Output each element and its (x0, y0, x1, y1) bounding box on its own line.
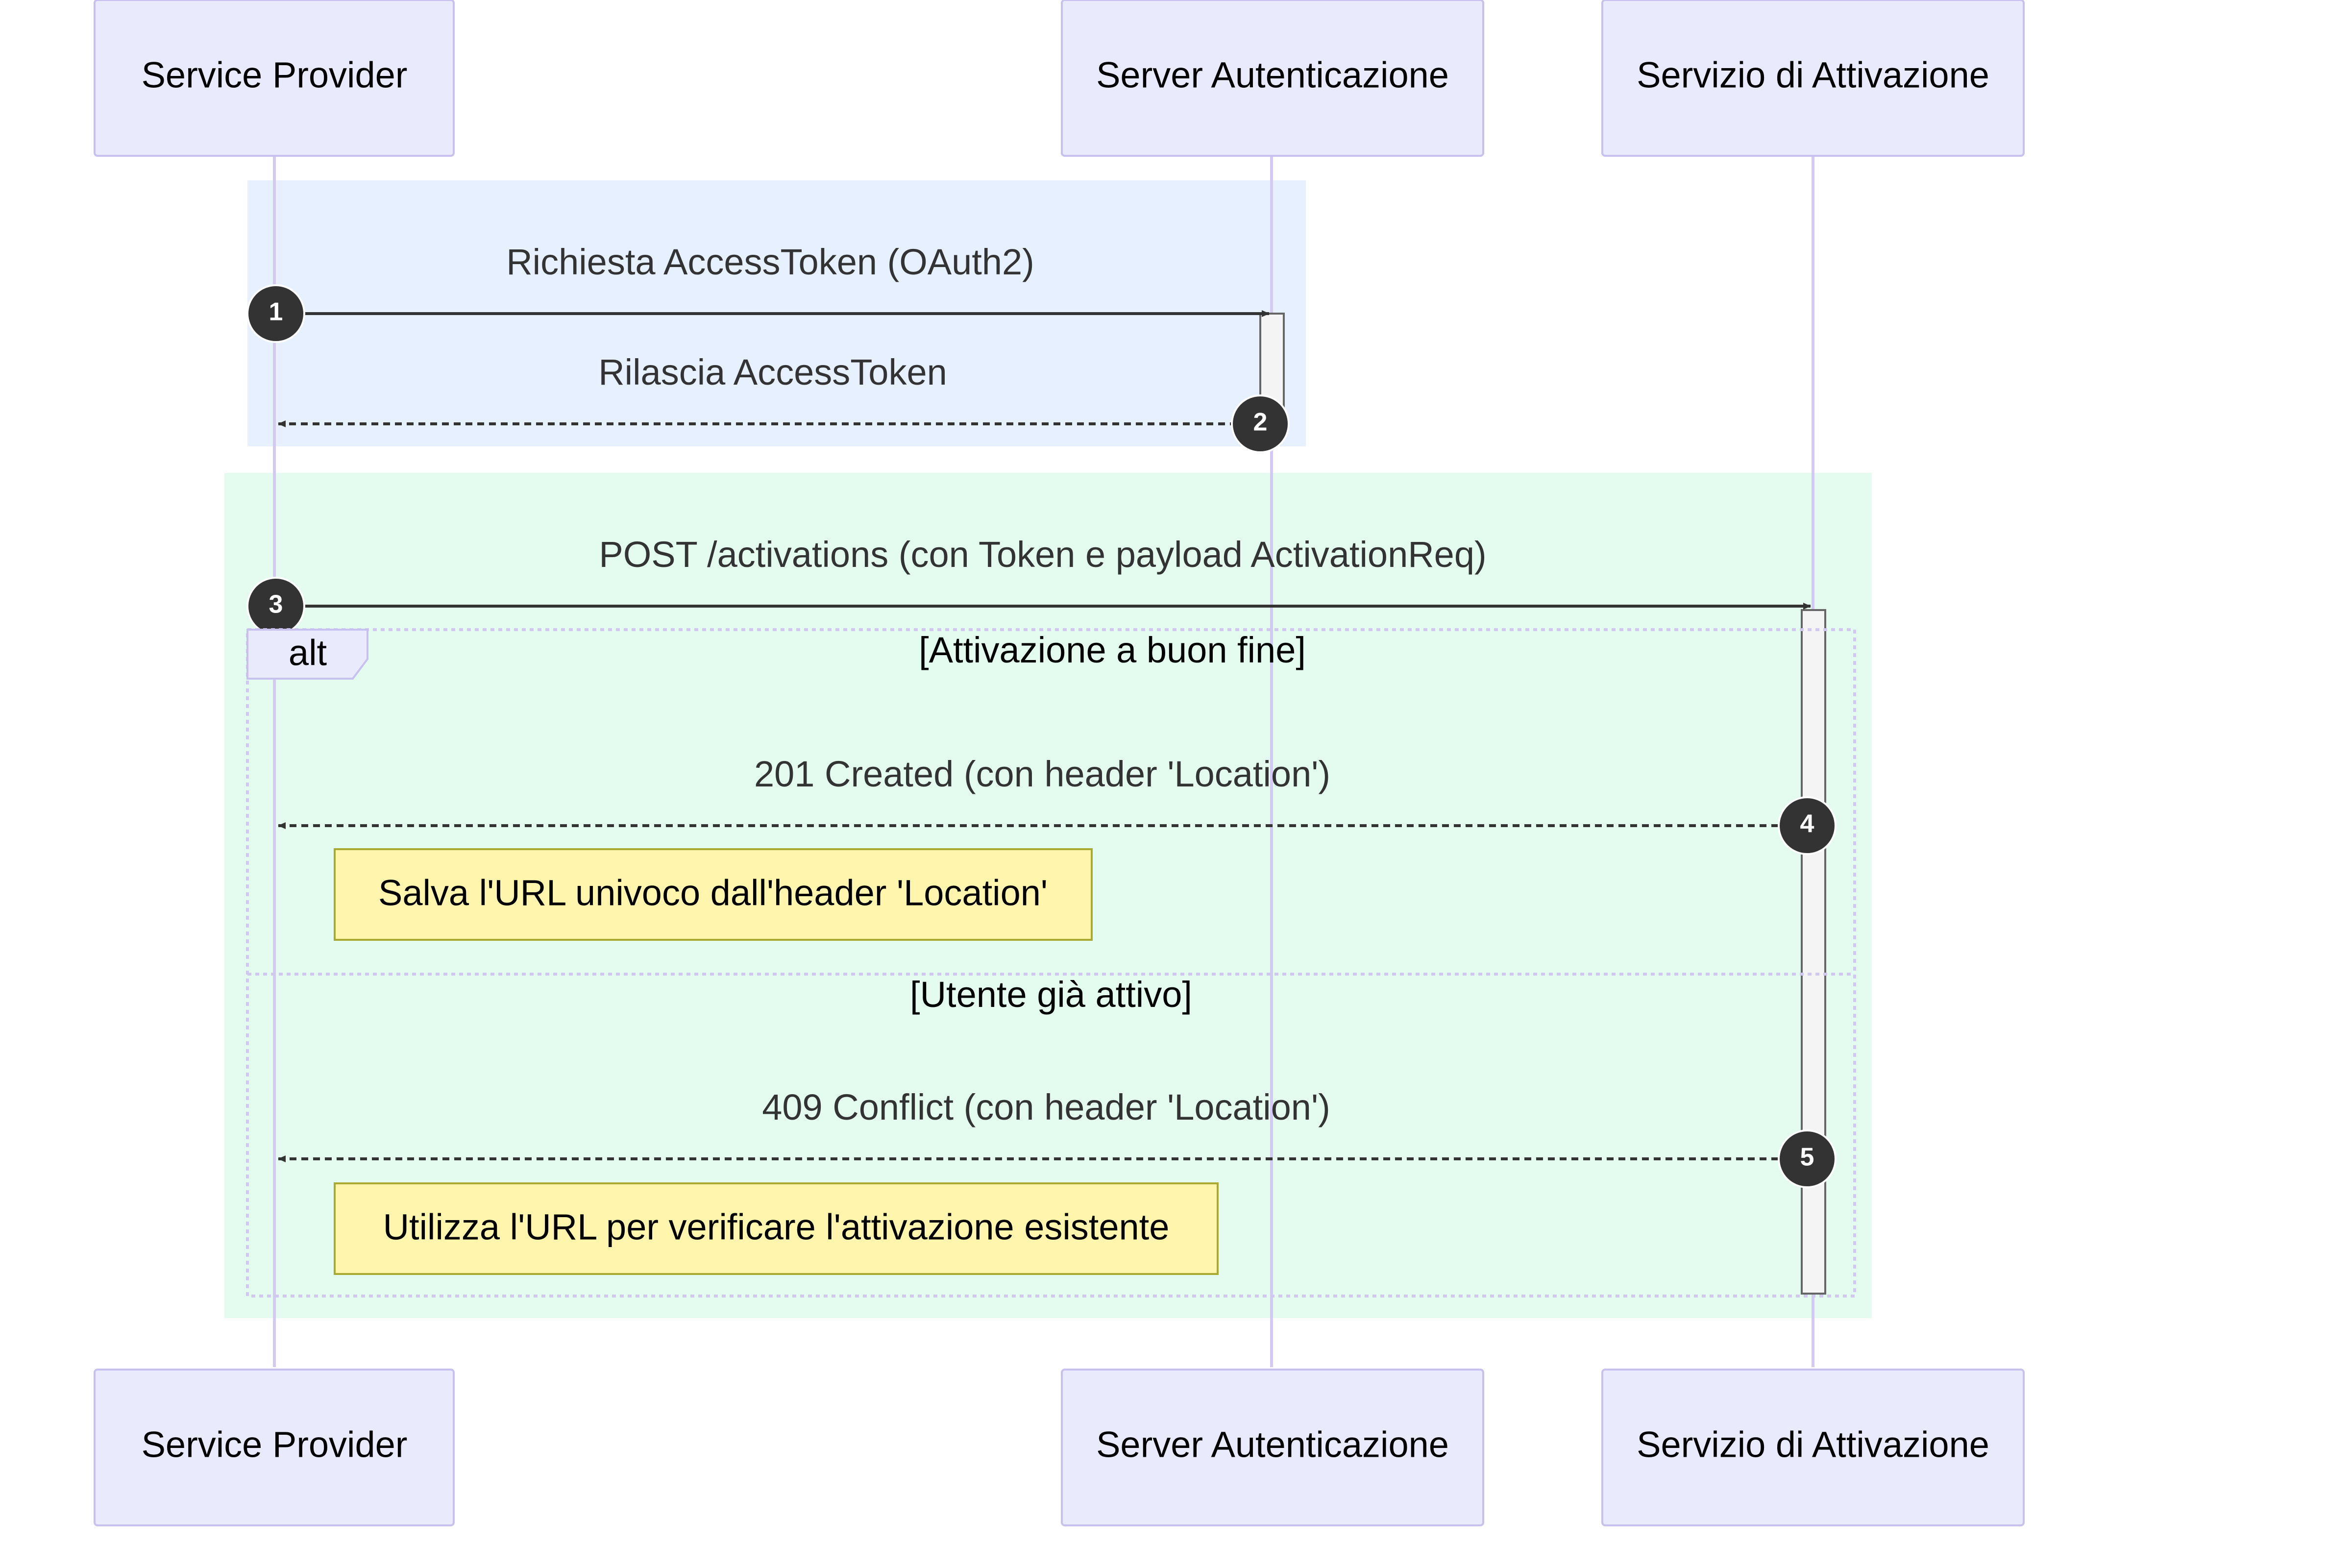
alt-condition-already-active: [Utente già attivo] (910, 974, 1192, 1015)
sequence-number-badge-3: 3 (246, 577, 305, 636)
note-text: Utilizza l'URL per verificare l'attivazi… (383, 1207, 1170, 1248)
actor-label: Server Autenticazione (1096, 1424, 1449, 1465)
message-label-4: 201 Created (con header 'Location') (754, 754, 1330, 794)
actor-label: Server Autenticazione (1096, 55, 1449, 96)
note-text: Salva l'URL univoco dall'header 'Locatio… (378, 873, 1048, 913)
actor-label: Service Provider (142, 1424, 408, 1465)
sequence-number-badge-1: 1 (246, 284, 305, 343)
sequence-number-5: 5 (1800, 1143, 1814, 1172)
note-save-url: Salva l'URL univoco dall'header 'Locatio… (334, 848, 1093, 941)
actor-servizio-attivazione-top: Servizio di Attivazione (1601, 0, 2025, 157)
message-label-2: Rilascia AccessToken (598, 352, 947, 392)
activation-bar-activation (1801, 609, 1826, 1295)
sequence-number-badge-5: 5 (1778, 1129, 1837, 1188)
actor-service-provider-top: Service Provider (94, 0, 455, 157)
note-verify-activation: Utilizza l'URL per verificare l'attivazi… (334, 1182, 1219, 1275)
actor-service-provider-bottom: Service Provider (94, 1369, 455, 1526)
sequence-number-3: 3 (269, 590, 283, 619)
actor-label: Servizio di Attivazione (1637, 55, 1989, 96)
message-label-3: POST /activations (con Token e payload A… (599, 534, 1486, 575)
actor-servizio-attivazione-bottom: Servizio di Attivazione (1601, 1369, 2025, 1526)
actor-server-autenticazione-bottom: Server Autenticazione (1061, 1369, 1484, 1526)
sequence-number-1: 1 (269, 298, 283, 326)
message-label-1: Richiesta AccessToken (OAuth2) (506, 242, 1034, 282)
message-label-5: 409 Conflict (con header 'Location') (762, 1087, 1330, 1127)
actor-label: Service Provider (142, 55, 408, 96)
alt-block-frame (246, 628, 1856, 1298)
sequence-number-badge-2: 2 (1231, 394, 1290, 453)
alt-condition-success: [Attivazione a buon fine] (919, 630, 1306, 670)
sequence-number-4: 4 (1800, 810, 1814, 838)
alt-keyword: alt (289, 633, 327, 673)
alt-block: alt [Attivazione a buon fine] [Utente gi… (246, 628, 1856, 1298)
sequence-number-2: 2 (1253, 408, 1268, 437)
actor-label: Servizio di Attivazione (1637, 1424, 1989, 1465)
sequence-number-badge-4: 4 (1778, 796, 1837, 855)
actor-server-autenticazione-top: Server Autenticazione (1061, 0, 1484, 157)
alt-keyword-tab (246, 629, 368, 680)
